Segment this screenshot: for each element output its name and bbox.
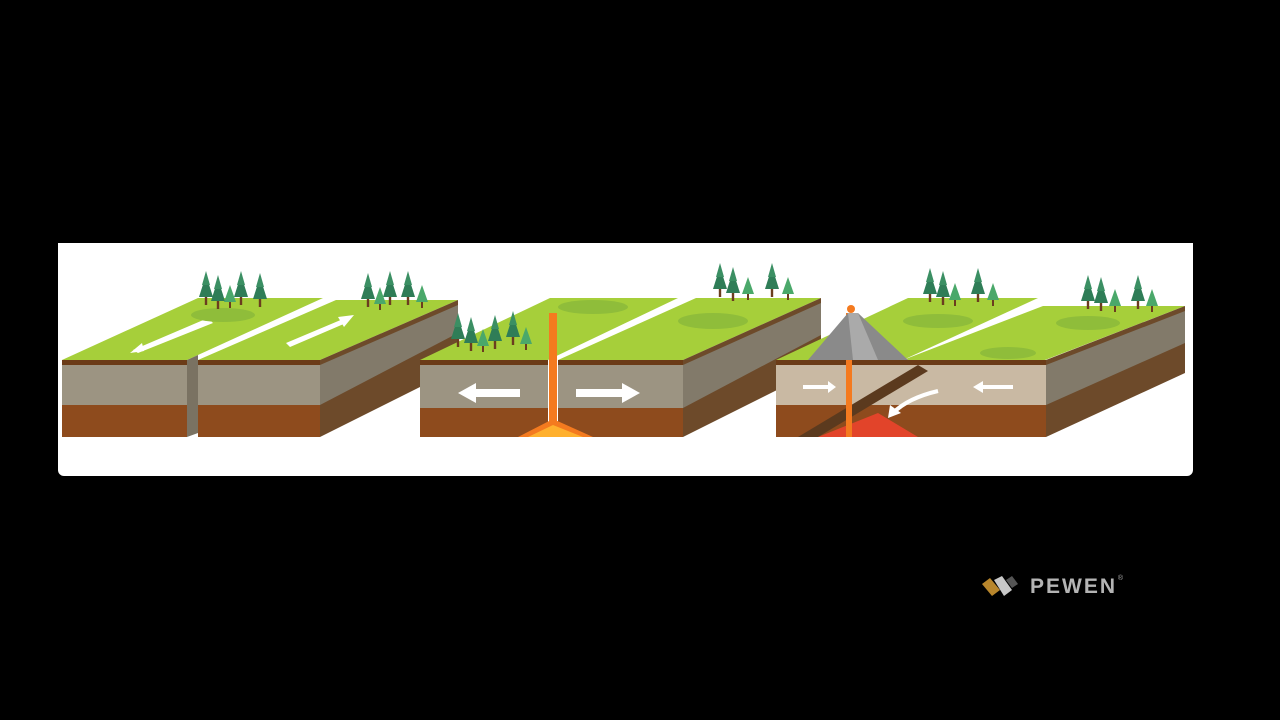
arrow-left-plate — [973, 381, 1013, 393]
brand-logo: PEWEN ® — [982, 575, 1123, 599]
brand-name: PEWEN — [1030, 575, 1118, 598]
arrow-up-right — [286, 319, 346, 347]
diagram-svg — [62, 263, 1185, 437]
plate-boundaries-illustration — [58, 243, 1193, 476]
arrow-down-left — [133, 318, 213, 353]
magma-dike — [549, 313, 557, 437]
convergent-boundary-diagram — [776, 268, 1185, 437]
arrow-right — [576, 383, 640, 403]
pewen-logo-icon — [982, 576, 1018, 596]
divergent-boundary-diagram — [420, 263, 821, 437]
registered-mark: ® — [1117, 575, 1124, 582]
transform-boundary-diagram — [62, 271, 458, 437]
arrow-right-plate — [803, 381, 836, 393]
arrow-left — [458, 383, 520, 403]
